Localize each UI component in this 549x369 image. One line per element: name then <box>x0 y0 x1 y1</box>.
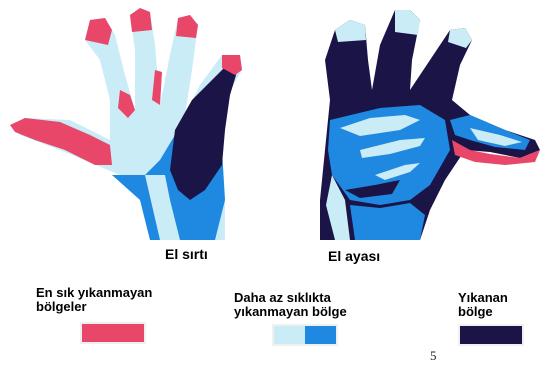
palm-wrist-blue <box>350 203 425 240</box>
back-of-hand-caption: El sırtı <box>165 246 208 262</box>
palm-light-fingertip-1 <box>335 20 366 42</box>
legend-item-less-missed: Daha az sıklıkta yıkanmayan bölge <box>234 291 347 319</box>
legend-label-washed-line1: Yıkanan <box>458 291 508 305</box>
back-red-fingertip-3 <box>176 15 198 38</box>
legend-label-most-missed-line1: En sık yıkanmayan <box>36 286 152 300</box>
palm-figure <box>320 10 540 240</box>
legend-label-most-missed-line2: bölgeler <box>36 300 152 314</box>
palm-caption: El ayası <box>328 246 388 266</box>
legend-label-less-missed-line2: yıkanmayan bölge <box>234 305 347 319</box>
back-red-fingertip-2 <box>130 8 152 32</box>
back-of-hand-figure <box>10 8 242 240</box>
legend-swatch-navy <box>458 324 524 346</box>
legend-swatch-blue <box>272 324 338 346</box>
legend-item-most-missed: En sık yıkanmayan bölgeler <box>36 286 152 314</box>
page-number: 5 <box>430 348 437 364</box>
legend-label-less-missed-line1: Daha az sıklıkta <box>234 291 347 305</box>
palm-light-fingertip-2 <box>395 10 420 35</box>
legend-label-washed-line2: bölge <box>458 305 508 319</box>
legend-swatch-red <box>80 322 146 344</box>
back-hand-red-thumb <box>10 118 112 165</box>
legend-item-washed: Yıkanan bölge <box>458 291 508 319</box>
